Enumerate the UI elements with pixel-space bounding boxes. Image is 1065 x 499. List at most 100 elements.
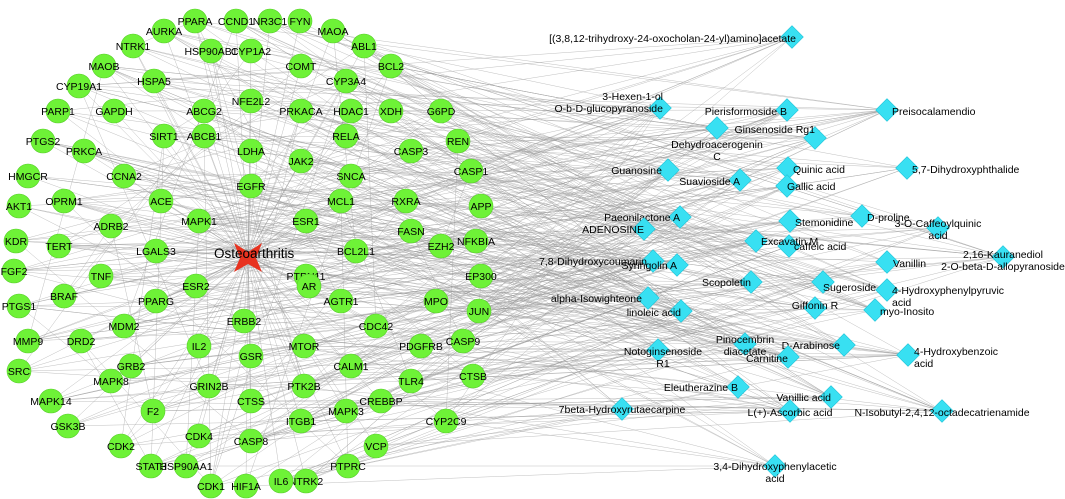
- target-node[interactable]: TERT: [45, 233, 73, 259]
- target-node[interactable]: RELA: [332, 123, 360, 149]
- target-node[interactable]: JAK2: [288, 148, 314, 174]
- target-node[interactable]: FASN: [397, 218, 425, 244]
- compound-node[interactable]: caffeic acid: [777, 234, 847, 258]
- compound-node[interactable]: Scopoletin: [702, 270, 763, 294]
- target-node[interactable]: PTK2B: [287, 373, 321, 399]
- target-node[interactable]: F2: [140, 398, 166, 424]
- target-node[interactable]: MDM2: [109, 313, 140, 339]
- compound-node[interactable]: 7,8-Dihydroxycoumarin: [539, 249, 665, 273]
- target-node[interactable]: EZH2: [428, 233, 455, 259]
- target-node[interactable]: MAPK1: [181, 208, 217, 234]
- target-node[interactable]: CTSB: [459, 363, 487, 389]
- compound-node[interactable]: Carnitine: [746, 345, 800, 369]
- compound-node[interactable]: myo-Inosito: [863, 298, 935, 322]
- compound-node[interactable]: 3-Hexen-1-olO-b-D-glucopyranoside: [554, 91, 672, 120]
- compound-node[interactable]: Gallic acid: [775, 174, 836, 198]
- target-node[interactable]: G6PD: [427, 98, 456, 124]
- compound-node[interactable]: 5,7-Dihydroxyphthalide: [895, 156, 1020, 180]
- target-node[interactable]: MAOB: [89, 53, 120, 79]
- target-node[interactable]: NR3C1: [253, 8, 288, 34]
- target-node[interactable]: PARP1: [41, 98, 75, 124]
- target-node[interactable]: HIF1A: [231, 473, 261, 499]
- target-node[interactable]: PPARA: [178, 8, 213, 34]
- compound-node[interactable]: Vanillin: [875, 250, 927, 274]
- target-node[interactable]: FYN: [287, 8, 313, 34]
- target-node[interactable]: DRD2: [67, 328, 96, 354]
- target-node[interactable]: MMP9: [13, 328, 43, 354]
- target-node[interactable]: NTRK1: [116, 33, 151, 59]
- target-node[interactable]: SRC: [6, 358, 32, 384]
- target-node[interactable]: CDK2: [107, 433, 135, 459]
- target-node[interactable]: SIRT1: [149, 123, 179, 149]
- target-node[interactable]: MTOR: [289, 333, 320, 359]
- target-node[interactable]: HMGCR: [8, 163, 48, 189]
- target-node[interactable]: TNF: [88, 263, 114, 289]
- target-node[interactable]: CYP1A2: [231, 38, 271, 64]
- target-node[interactable]: ADRB2: [93, 213, 129, 239]
- target-node[interactable]: GAPDH: [95, 98, 133, 124]
- target-node[interactable]: CCND1: [218, 8, 254, 34]
- compound-node[interactable]: Eleutherazine B: [664, 375, 750, 399]
- target-node[interactable]: MAPK8: [93, 368, 129, 394]
- target-node[interactable]: EGFR: [236, 173, 266, 199]
- target-node[interactable]: ERBB2: [227, 308, 262, 334]
- target-node[interactable]: MAOA: [318, 18, 349, 44]
- target-node[interactable]: IL2: [186, 333, 212, 359]
- target-node[interactable]: AGTR1: [323, 288, 359, 314]
- target-node[interactable]: NTRK2: [289, 468, 324, 494]
- target-node[interactable]: GRB2: [117, 353, 146, 379]
- compound-node[interactable]: Pierisformoside B: [705, 98, 799, 122]
- target-node[interactable]: BCL2: [378, 53, 404, 79]
- compound-node[interactable]: Excavatin M: [744, 229, 819, 253]
- target-node[interactable]: CYP19A1: [56, 73, 102, 99]
- target-node[interactable]: XDH: [378, 98, 404, 124]
- target-node[interactable]: ABCB1: [187, 123, 222, 149]
- target-node[interactable]: GRIN2B: [189, 373, 229, 399]
- target-node[interactable]: CASP8: [234, 428, 269, 454]
- target-node[interactable]: ESR2: [182, 273, 210, 299]
- target-node[interactable]: MCL1: [327, 188, 355, 214]
- target-node[interactable]: GSR: [238, 343, 264, 369]
- compound-node[interactable]: D-proline: [850, 204, 910, 228]
- target-node[interactable]: ABL1: [351, 33, 377, 59]
- target-node[interactable]: PTPRC: [330, 453, 366, 479]
- compound-node[interactable]: Paeonilactone A: [604, 205, 692, 229]
- target-node[interactable]: PTGS1: [2, 293, 37, 319]
- target-node[interactable]: RXRA: [391, 188, 421, 214]
- target-node[interactable]: PPARG: [138, 288, 174, 314]
- compound-node[interactable]: Guanosine: [611, 158, 680, 182]
- target-node[interactable]: PTGS2: [26, 128, 61, 154]
- compound-node[interactable]: alpha-Isowighteone: [551, 286, 660, 310]
- compound-node[interactable]: Preisocalamendio: [875, 98, 976, 122]
- target-node[interactable]: VCP: [363, 433, 389, 459]
- target-node[interactable]: ESR1: [292, 208, 320, 234]
- target-node[interactable]: BRAF: [50, 283, 78, 309]
- target-node[interactable]: AR: [296, 273, 322, 299]
- target-node[interactable]: HSPA5: [137, 68, 171, 94]
- target-node[interactable]: KDR: [3, 228, 29, 254]
- target-node[interactable]: JUN: [466, 298, 492, 324]
- target-node[interactable]: FGF2: [1, 258, 28, 284]
- compound-node[interactable]: Stemonidine: [778, 209, 854, 233]
- target-node[interactable]: CDC42: [359, 313, 394, 339]
- target-node[interactable]: LGALS3: [136, 238, 176, 264]
- target-node[interactable]: MAPK3: [328, 398, 364, 424]
- target-node[interactable]: NFE2L2: [232, 88, 271, 114]
- target-node[interactable]: PRKACA: [279, 98, 323, 124]
- compound-node[interactable]: L(+)-Ascorbic acid: [748, 399, 833, 423]
- compound-node[interactable]: Giffonin R: [792, 296, 839, 320]
- target-node[interactable]: ABCG2: [186, 98, 222, 124]
- target-node[interactable]: HSP90AB1: [184, 38, 238, 64]
- target-node[interactable]: HSP90AA1: [159, 453, 213, 479]
- target-node[interactable]: APP: [468, 193, 494, 219]
- target-node[interactable]: CDK1: [197, 473, 225, 499]
- target-node[interactable]: HDAC1: [333, 98, 369, 124]
- compound-node[interactable]: Suavioside A: [679, 168, 752, 192]
- target-node[interactable]: CDK4: [185, 423, 213, 449]
- target-node[interactable]: CYP2C9: [426, 408, 467, 434]
